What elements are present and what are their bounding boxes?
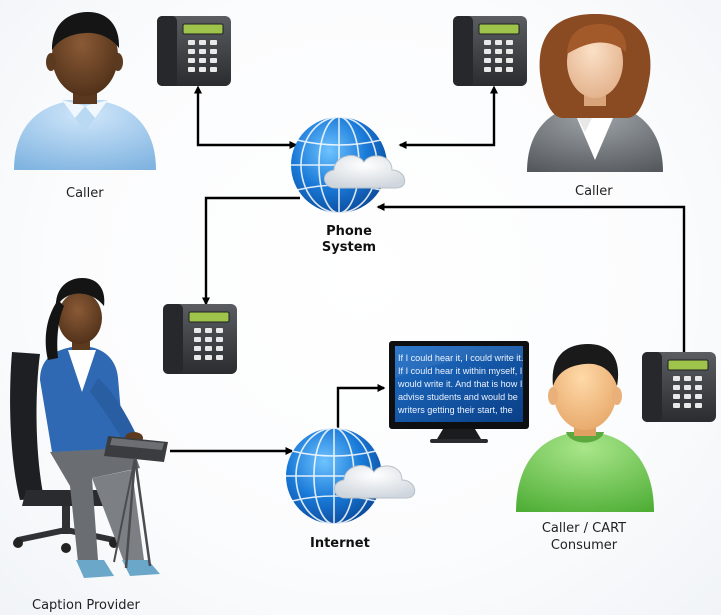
arrow-internet-to-monitor (336, 384, 386, 431)
caption-line: If I could hear it within myself, I (398, 366, 523, 377)
caption-line: advise students and would be (398, 392, 518, 403)
caption-provider-person-icon (10, 278, 168, 578)
phone-system-globe-icon (291, 116, 406, 214)
caller-right-label: Caller (575, 184, 613, 199)
caller-right-person-icon (527, 14, 663, 172)
monitor-caption-text: If I could hear it, I could write it. If… (398, 352, 524, 417)
internet-label: Internet (310, 536, 370, 551)
cart-consumer-label: Caller / CART Consumer (531, 520, 637, 554)
monitor-icon (389, 341, 529, 443)
arrow-right-phone-to-phone-system (398, 85, 498, 149)
caption-line: If I could hear it, I could write it. (398, 353, 524, 363)
cloud-icon (334, 465, 416, 499)
caption-line: writers getting their start, the (398, 405, 513, 416)
desk-phone-icon-consumer (642, 352, 716, 422)
arrow-consumer-phone-to-phone-system (376, 203, 686, 352)
caption-provider-label: Caption Provider (32, 598, 140, 613)
internet-globe-icon (286, 427, 416, 525)
caller-left-person-icon (14, 12, 156, 170)
cart-consumer-label-line1: Caller / CART (541, 521, 627, 536)
caller-left-label: Caller (66, 186, 104, 201)
caption-line: would write it. And that is how I (398, 379, 523, 390)
arrow-left-phone-to-phone-system (194, 85, 298, 149)
cart-consumer-person-icon (516, 344, 654, 512)
desk-phone-icon-top-right (453, 16, 527, 86)
cloud-icon (324, 155, 406, 189)
phone-system-label: Phone System (310, 224, 388, 256)
connection-arrows (170, 85, 686, 455)
phone-system-label-line2: System (321, 240, 377, 255)
arrow-phone-system-to-provider-phone (202, 196, 300, 306)
cart-consumer-label-line2: Consumer (550, 538, 618, 553)
desk-phone-icon-top-left (157, 16, 231, 86)
phone-system-label-line1: Phone (326, 224, 372, 239)
desk-phone-icon-provider (163, 304, 237, 374)
